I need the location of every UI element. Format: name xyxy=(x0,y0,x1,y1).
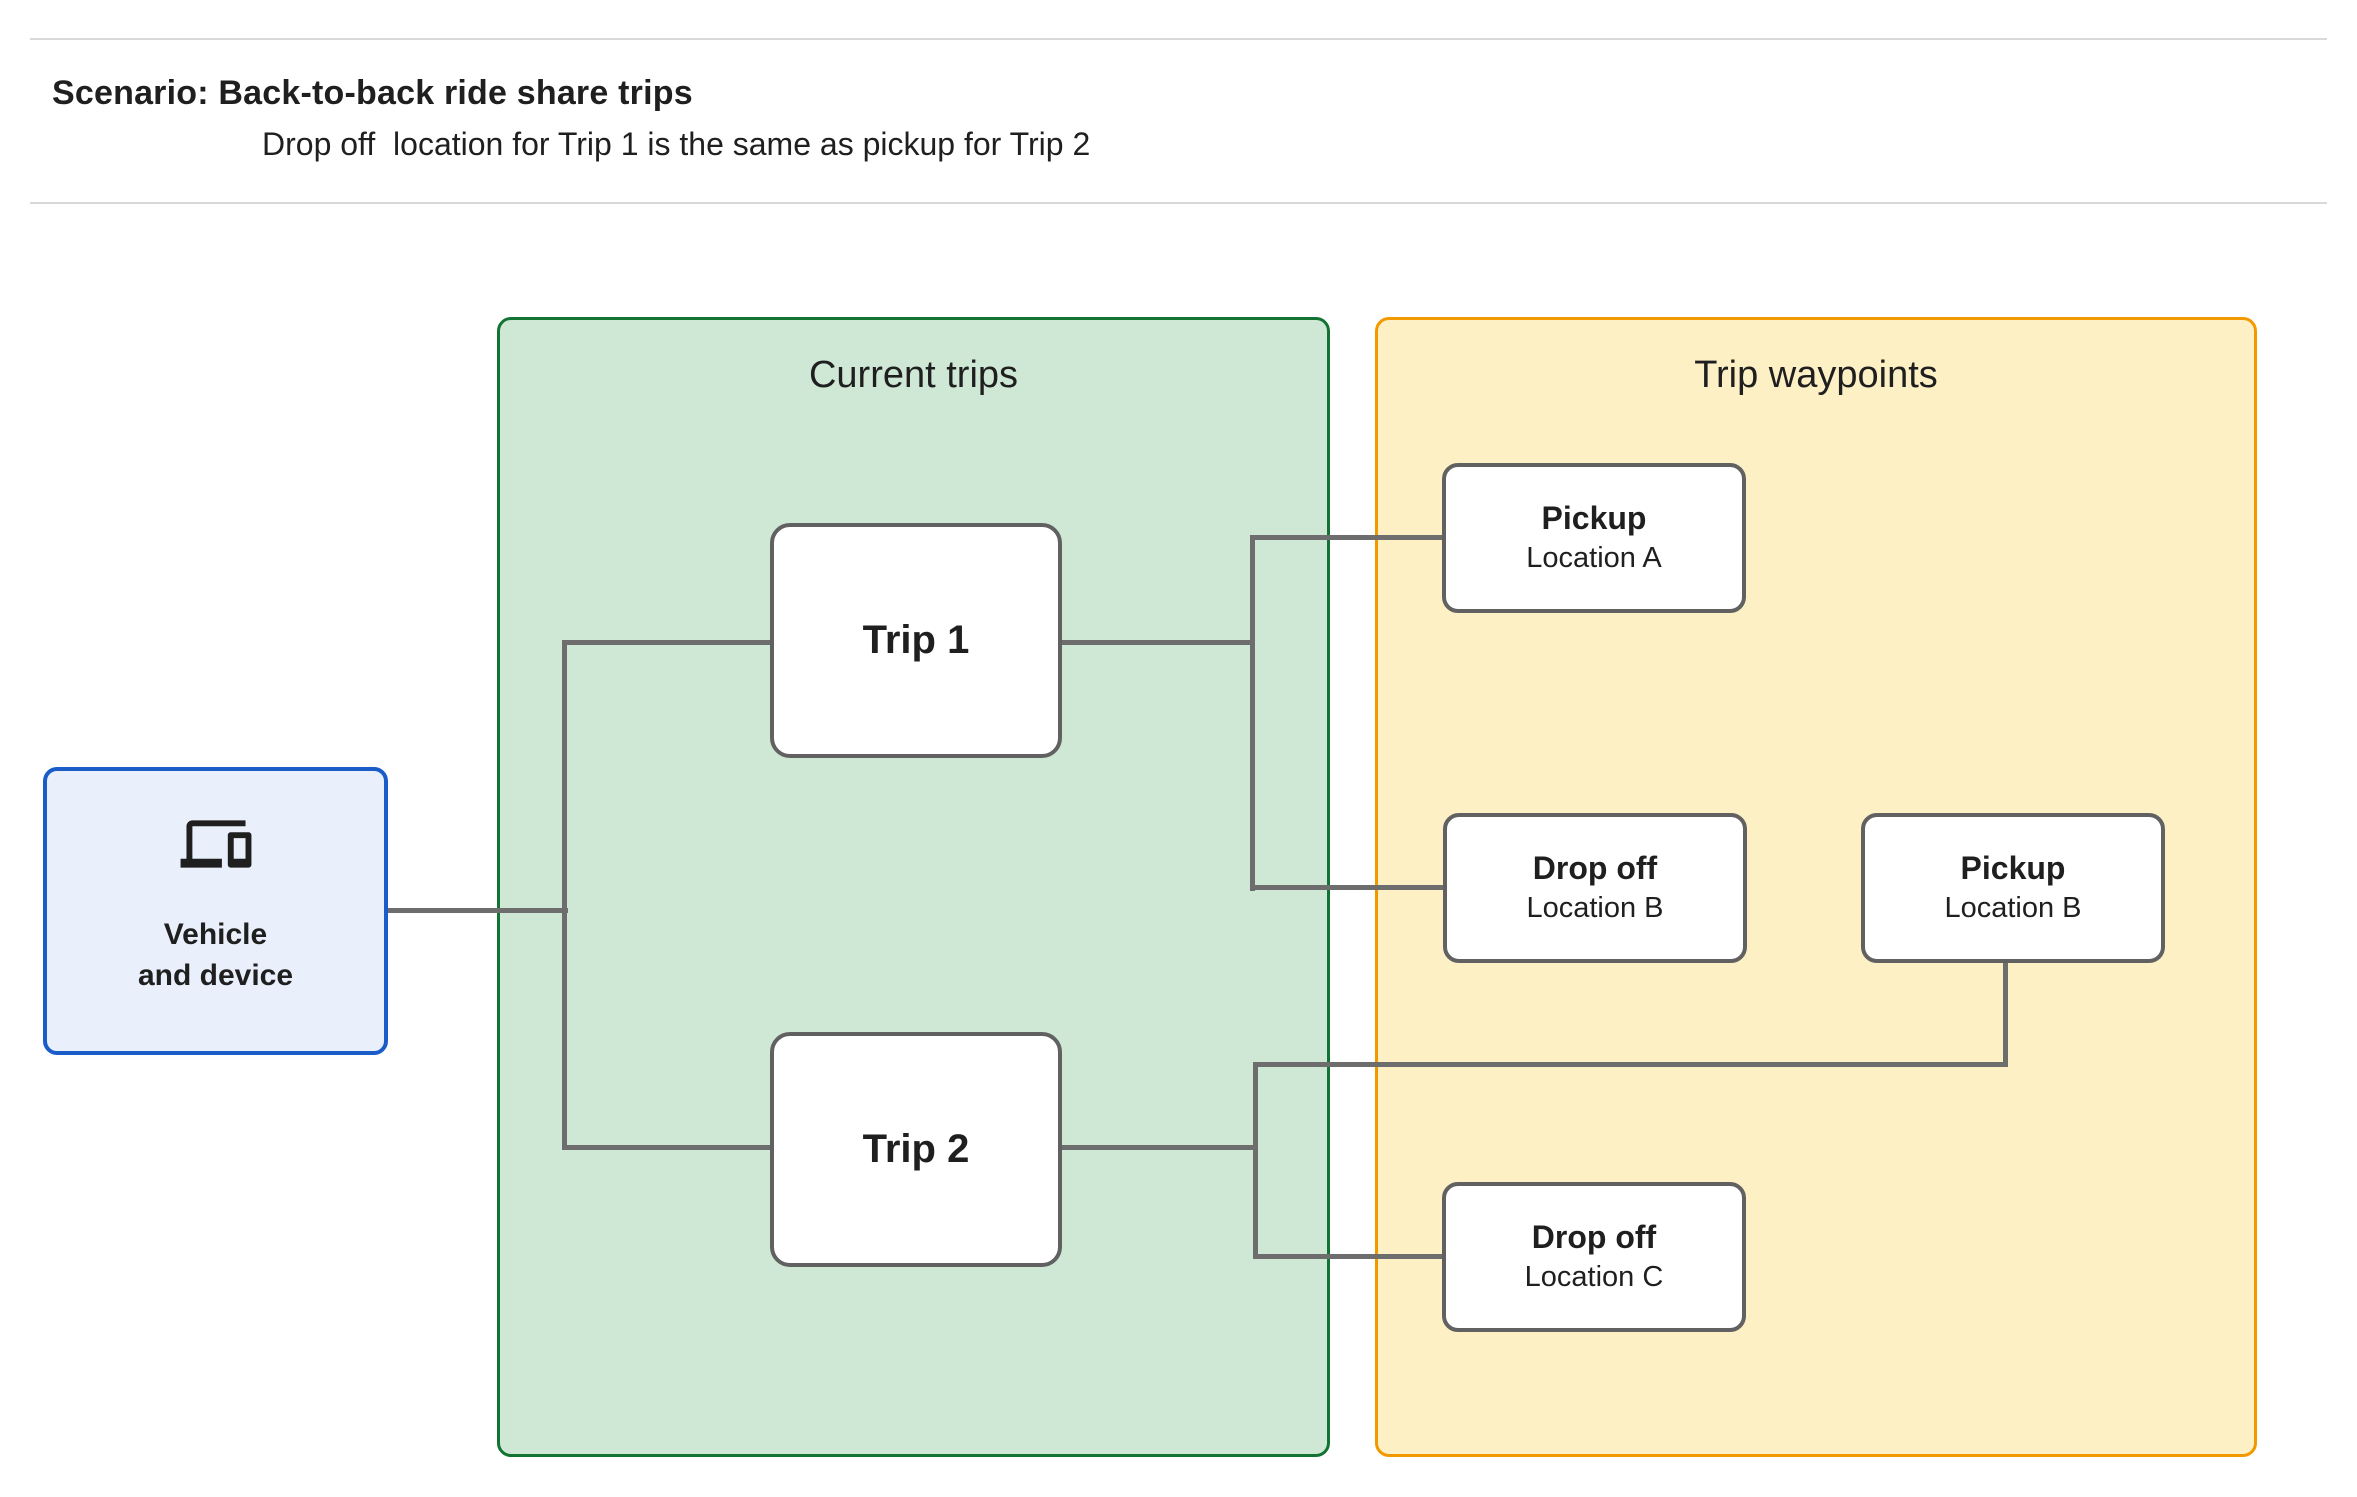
connector-trip1-to-pickup-a xyxy=(1253,535,1444,540)
connector-vehicle-to-split xyxy=(388,908,568,913)
vehicle-label-line2: and device xyxy=(137,958,294,992)
connector-trip2-to-dropoff-c xyxy=(1256,1254,1444,1259)
panel-current-trips-title: Current trips xyxy=(808,354,1019,396)
waypoint-pickup-location-b: Pickup Location B xyxy=(1861,813,2165,963)
connector-trip2-split-vertical xyxy=(1253,1062,1258,1259)
waypoint-type: Drop off xyxy=(1532,850,1658,887)
devices-icon xyxy=(180,820,251,868)
connector-trip1-to-dropoff-b xyxy=(1253,885,1445,890)
connector-split-to-trip2 xyxy=(565,1145,770,1150)
waypoint-location: Location A xyxy=(1526,541,1662,574)
trip-1-node: Trip 1 xyxy=(770,523,1062,758)
waypoint-type: Pickup xyxy=(1960,850,2066,887)
panel-current-trips: Current trips xyxy=(497,317,1330,1457)
connector-trip2-out xyxy=(1062,1145,1258,1150)
waypoint-dropoff-location-c: Drop off Location C xyxy=(1442,1182,1746,1332)
connector-trip2-to-pickup-b-horizontal xyxy=(1256,1062,2008,1067)
waypoint-type: Drop off xyxy=(1531,1219,1657,1256)
waypoint-location: Location B xyxy=(1526,891,1664,924)
connector-split-to-trip1 xyxy=(565,640,770,645)
connector-split-vertical xyxy=(562,640,567,1150)
vehicle-device-node: Vehicle and device xyxy=(43,767,388,1055)
page-subtitle: Drop off location for Trip 1 is the same… xyxy=(262,126,1091,162)
divider-top xyxy=(30,38,2327,40)
waypoint-location: Location B xyxy=(1944,891,2082,924)
vehicle-label-line1: Vehicle xyxy=(163,918,268,951)
page-title: Scenario: Back-to-back ride share trips xyxy=(52,74,693,112)
vehicle-label: Vehicle and device xyxy=(138,915,293,996)
connector-trip1-out xyxy=(1062,640,1253,645)
connector-trip1-split-vertical xyxy=(1250,535,1255,891)
connector-pickup-b-descender xyxy=(2003,960,2008,1067)
trip-2-node: Trip 2 xyxy=(770,1032,1062,1267)
waypoint-location: Location C xyxy=(1524,1260,1664,1293)
trip-2-label: Trip 2 xyxy=(862,1127,970,1171)
waypoint-type: Pickup xyxy=(1541,500,1647,537)
panel-trip-waypoints-title: Trip waypoints xyxy=(1694,354,1938,396)
divider-bottom xyxy=(30,202,2327,204)
waypoint-pickup-location-a: Pickup Location A xyxy=(1442,463,1746,613)
trip-1-label: Trip 1 xyxy=(862,618,970,662)
waypoint-dropoff-location-b: Drop off Location B xyxy=(1443,813,1747,963)
